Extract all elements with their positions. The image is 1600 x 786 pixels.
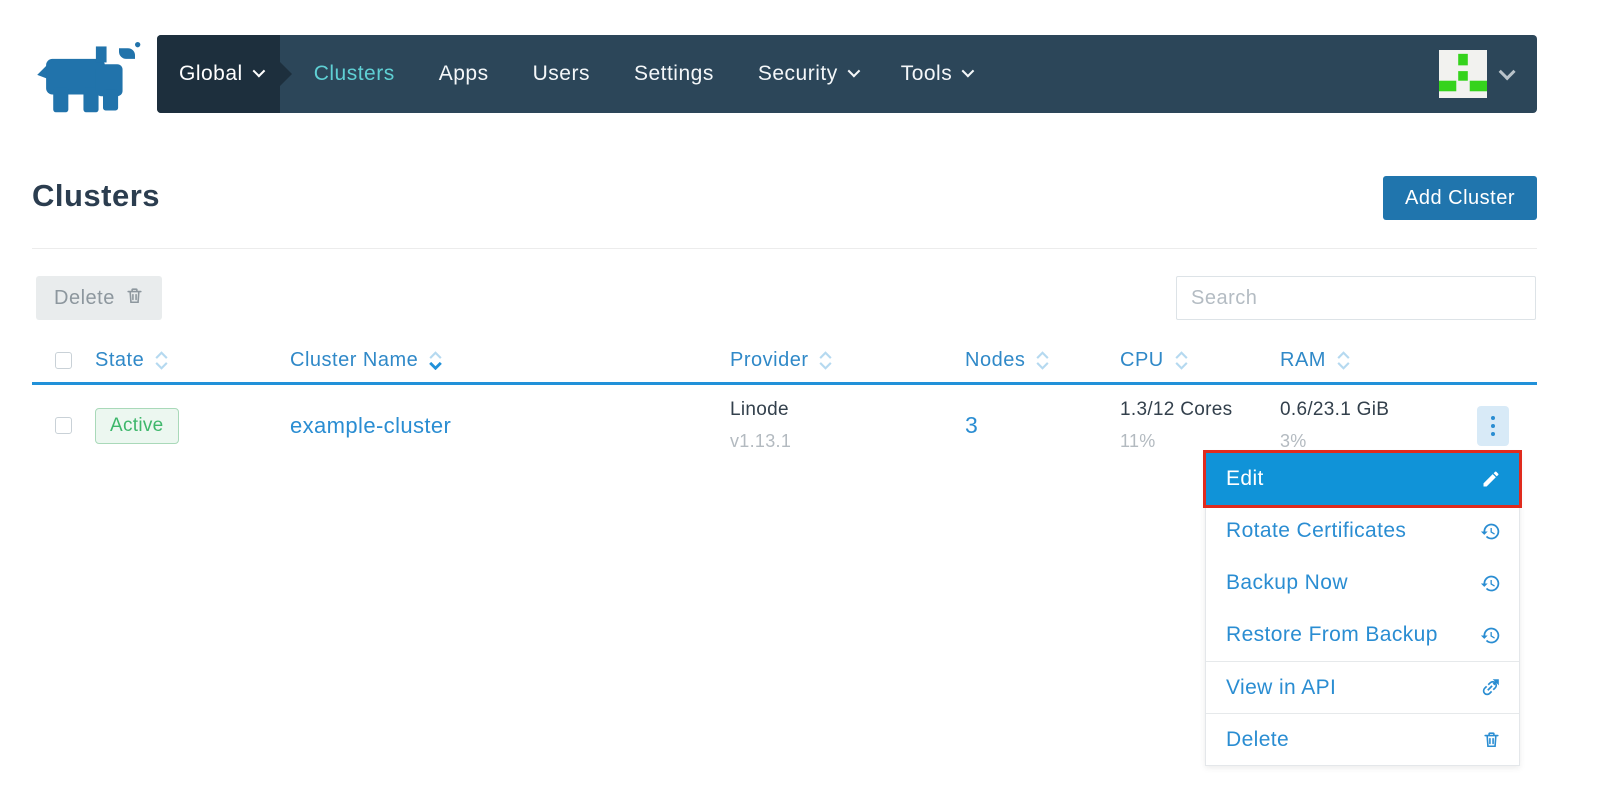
menu-item-rotate-certificates[interactable]: Rotate Certificates (1206, 505, 1519, 557)
menu-item-restore-from-backup[interactable]: Restore From Backup (1206, 609, 1519, 661)
row-actions-menu: Edit Rotate Certificates Backup Now Rest… (1203, 450, 1522, 766)
cpu-cell: 1.3/12 Cores 11% (1120, 399, 1280, 452)
menu-item-label: Rotate Certificates (1226, 519, 1407, 542)
nodes-count-link[interactable]: 3 (965, 412, 978, 438)
nav-item-settings[interactable]: Settings (634, 62, 714, 86)
column-header-provider[interactable]: Provider (730, 349, 965, 372)
column-label: State (95, 348, 145, 371)
page-title: Clusters (32, 178, 161, 213)
environment-selector[interactable]: Global (157, 35, 280, 113)
row-checkbox[interactable] (55, 417, 72, 434)
api-link-icon (1480, 677, 1501, 698)
rancher-logo (28, 34, 146, 114)
column-label: Cluster Name (290, 348, 419, 371)
ram-cell: 0.6/23.1 GiB 3% (1280, 399, 1477, 452)
identicon-image (1439, 50, 1487, 98)
pencil-icon (1481, 469, 1501, 489)
row-actions-kebab-button[interactable] (1477, 405, 1509, 446)
chevron-down-icon (252, 64, 265, 77)
table-header-row: State Cluster Name Provider Nodes (32, 338, 1537, 385)
sort-icon (1336, 350, 1351, 370)
menu-item-label: Delete (1226, 727, 1290, 751)
ram-percent: 3% (1280, 431, 1307, 451)
provider-version: v1.13.1 (730, 431, 792, 451)
menu-item-edit[interactable]: Edit (1203, 450, 1522, 508)
nav-item-users[interactable]: Users (533, 62, 590, 86)
nav-item-label: Clusters (313, 62, 395, 85)
sort-icon (1035, 350, 1050, 370)
breadcrumb-arrow-icon (279, 62, 292, 86)
sort-icon-active-desc (428, 350, 443, 370)
cpu-percent: 11% (1120, 431, 1156, 451)
menu-item-label: Edit (1226, 467, 1264, 490)
status-badge: Active (95, 407, 179, 444)
menu-item-label: Backup Now (1226, 571, 1348, 594)
kebab-dot (1491, 423, 1495, 428)
top-navbar: Global Clusters Apps Users Settings Secu… (157, 35, 1537, 113)
nav-item-tools[interactable]: Tools (900, 62, 975, 86)
column-label: Provider (730, 348, 809, 371)
sort-icon (1174, 350, 1189, 370)
trash-icon (125, 286, 144, 311)
user-avatar[interactable] (1439, 50, 1487, 98)
column-header-nodes[interactable]: Nodes (965, 349, 1120, 372)
history-icon (1480, 573, 1501, 594)
rancher-cow-icon (37, 42, 141, 113)
history-icon (1480, 521, 1501, 542)
menu-item-backup-now[interactable]: Backup Now (1206, 557, 1519, 609)
kebab-dot (1491, 415, 1495, 420)
sort-icon (818, 350, 833, 370)
history-icon (1480, 625, 1501, 646)
nav-item-label: Apps (438, 62, 489, 85)
header-divider (32, 248, 1537, 249)
nav-item-security[interactable]: Security (757, 62, 860, 86)
menu-item-label: Restore From Backup (1226, 623, 1438, 646)
nav-item-clusters[interactable]: Clusters (314, 62, 395, 86)
delete-button[interactable]: Delete (36, 276, 162, 320)
cluster-name-link[interactable]: example-cluster (290, 412, 452, 438)
table-row: Active example-cluster Linode v1.13.1 3 … (32, 388, 1537, 463)
column-header-cpu[interactable]: CPU (1120, 349, 1280, 372)
column-header-cluster-name[interactable]: Cluster Name (290, 349, 730, 372)
column-header-ram[interactable]: RAM (1280, 349, 1477, 372)
nav-right (1439, 35, 1537, 113)
trash-icon (1482, 730, 1501, 749)
nav-item-label: Tools (900, 62, 953, 85)
select-all-checkbox[interactable] (55, 351, 72, 369)
kebab-dot (1491, 431, 1495, 436)
nav-items: Clusters Apps Users Settings Security To… (300, 35, 975, 113)
search-input[interactable] (1176, 276, 1536, 320)
chevron-down-icon (961, 64, 975, 77)
provider-name: Linode (730, 399, 789, 420)
chevron-down-icon (847, 64, 860, 77)
nav-item-label: Settings (633, 62, 714, 85)
menu-item-view-in-api[interactable]: View in API (1206, 661, 1519, 713)
nav-item-label: Security (757, 62, 838, 85)
chevron-down-icon[interactable] (1498, 63, 1516, 81)
column-label: RAM (1280, 348, 1326, 371)
cpu-usage: 1.3/12 Cores (1120, 399, 1233, 420)
delete-button-label: Delete (54, 286, 115, 309)
menu-item-delete[interactable]: Delete (1206, 713, 1519, 765)
column-label: Nodes (965, 348, 1026, 371)
state-cell: Active (95, 407, 290, 444)
column-header-state[interactable]: State (95, 349, 290, 372)
nav-item-apps[interactable]: Apps (439, 62, 489, 86)
add-cluster-button[interactable]: Add Cluster (1383, 176, 1537, 220)
environment-label: Global (179, 62, 243, 85)
sort-icon (154, 350, 169, 370)
column-label: CPU (1120, 348, 1164, 371)
ram-usage: 0.6/23.1 GiB (1280, 399, 1390, 420)
provider-cell: Linode v1.13.1 (730, 399, 965, 452)
nav-item-label: Users (532, 62, 590, 85)
menu-item-label: View in API (1226, 675, 1337, 699)
